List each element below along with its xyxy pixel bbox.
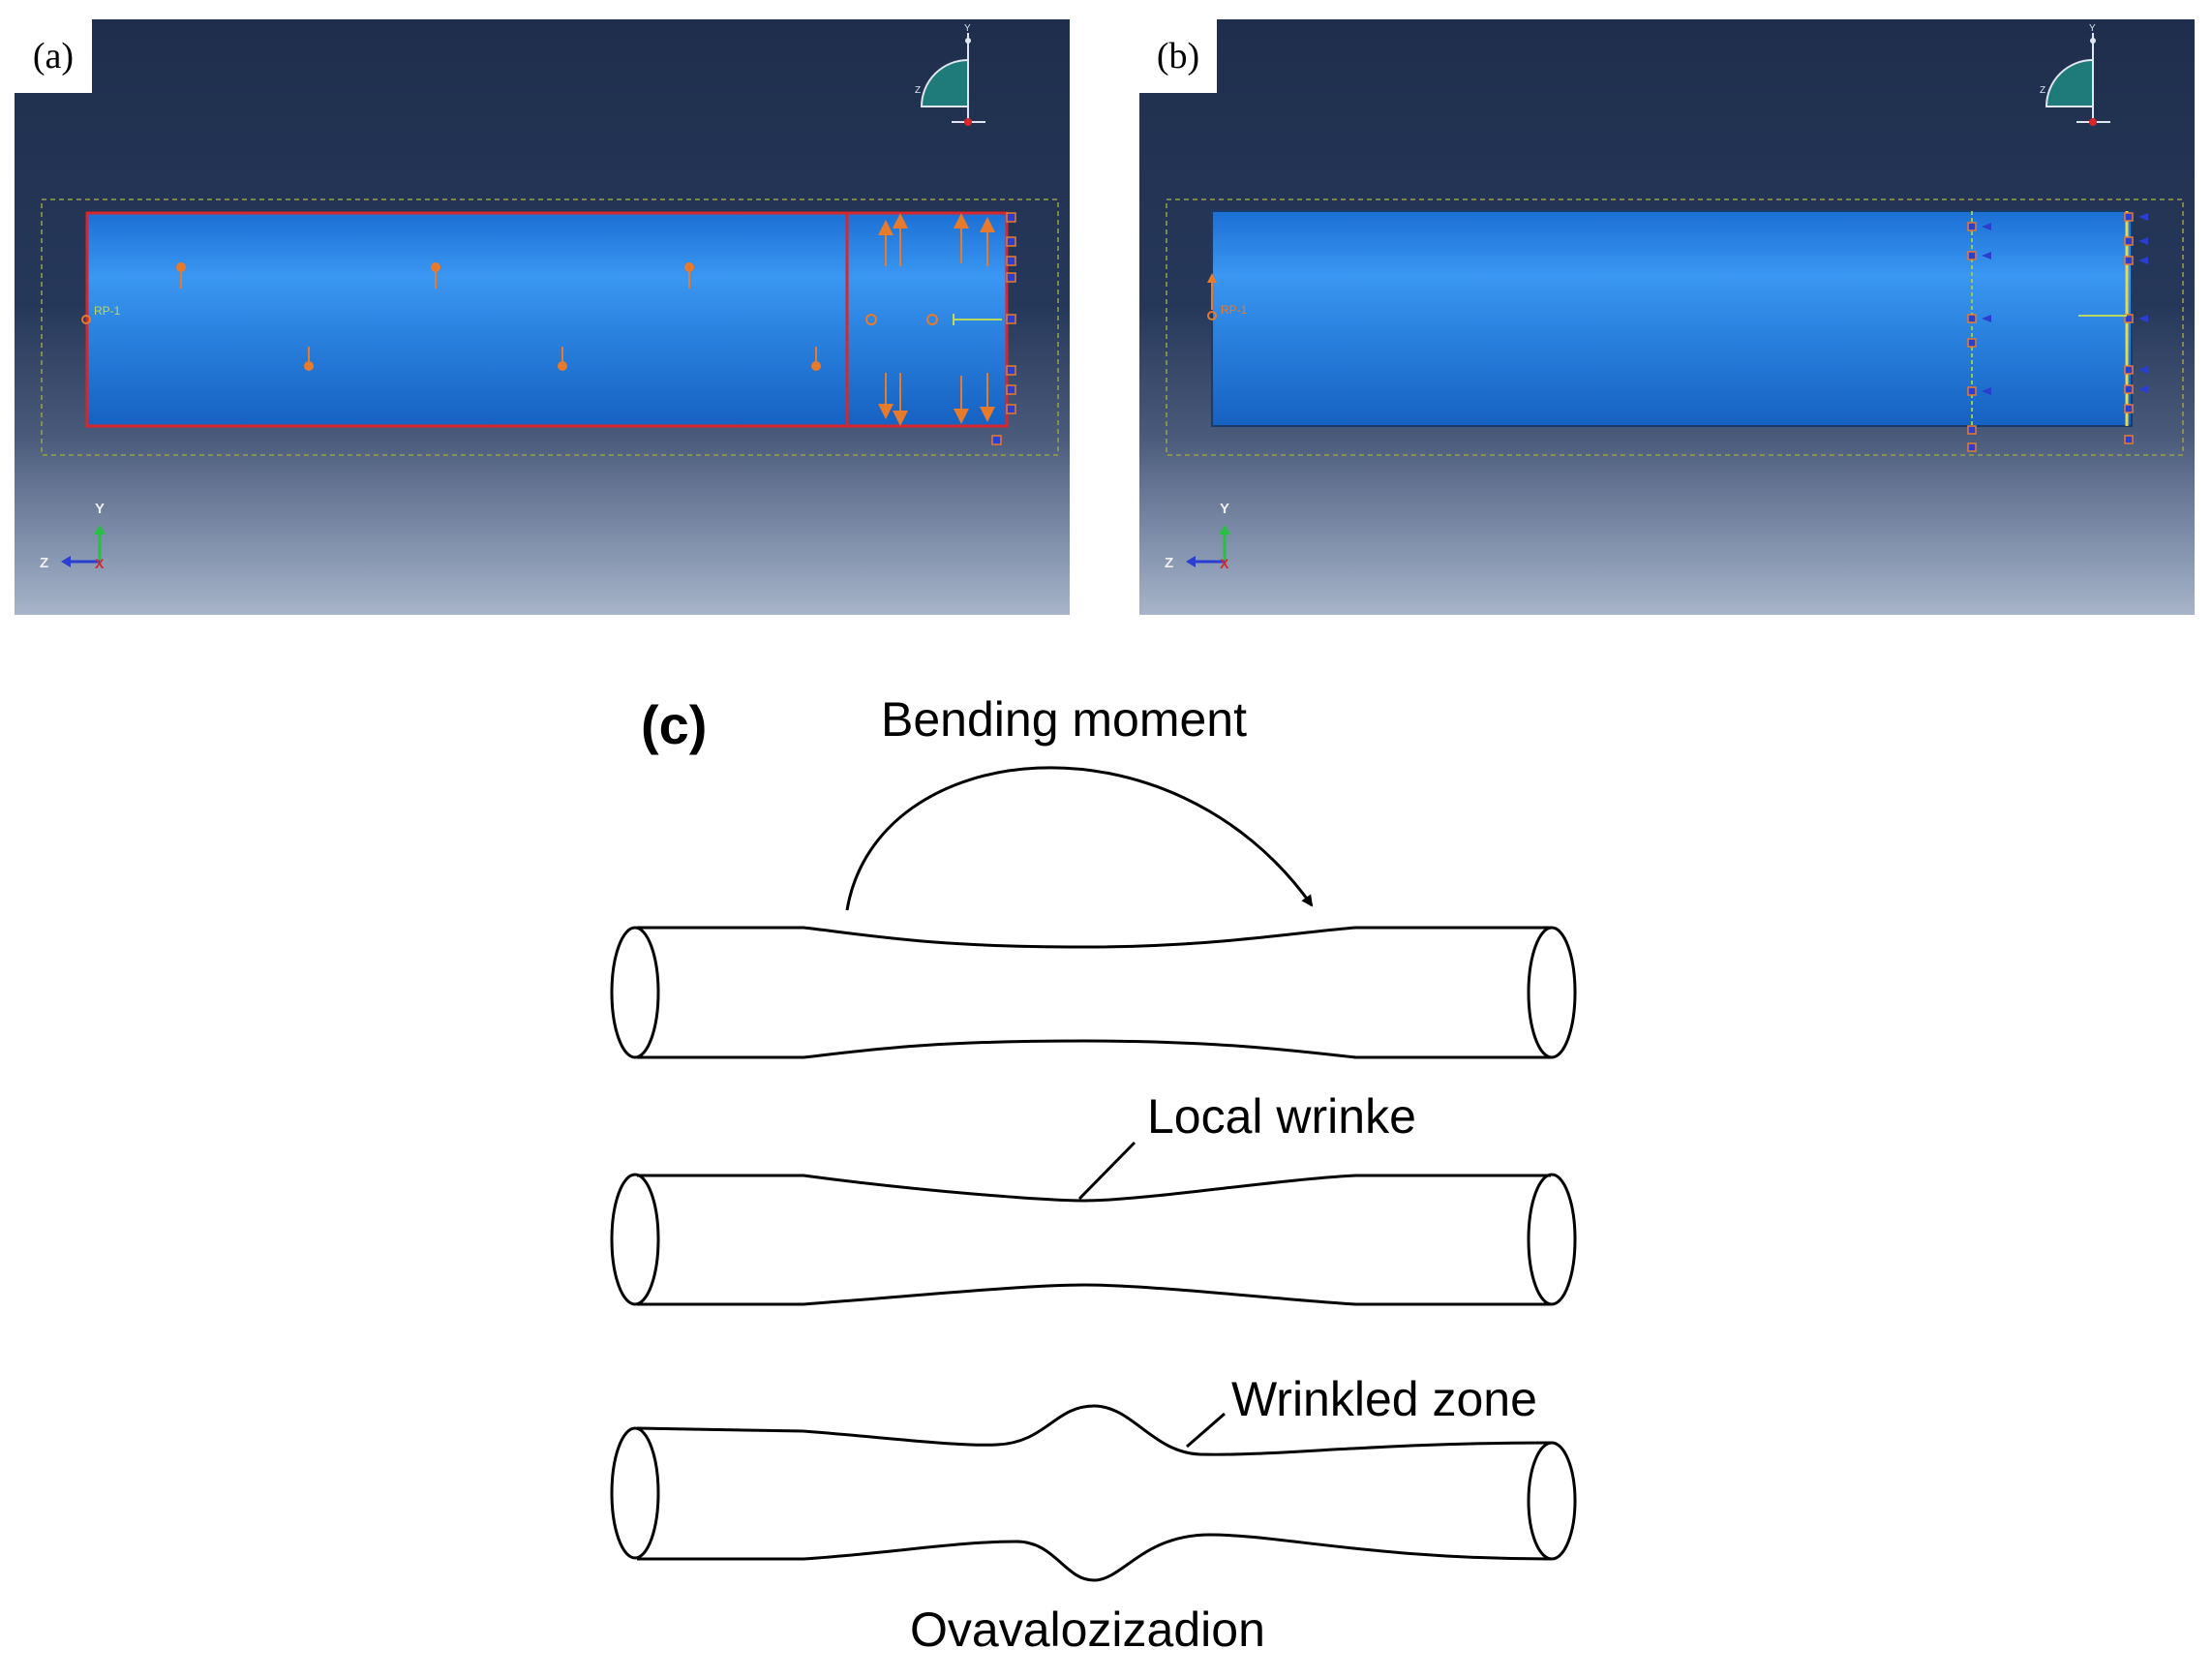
view-triad-y-label: Y [2089, 23, 2096, 34]
abaqus-viewport-b: RP-1 Y Z Y Z X (b) [1139, 19, 2195, 615]
coordinate-triad: Y Z X [40, 501, 106, 571]
pipe-wrinkled-zone [610, 1404, 1577, 1582]
bending-moment-arrow [845, 766, 1314, 911]
end-load-arrows [878, 213, 995, 426]
pipe-bending [610, 926, 1577, 1059]
view-triad-z-label: Z [2040, 85, 2045, 96]
triad-x-label: X [1220, 556, 1229, 571]
view-triad-y-label: Y [964, 23, 971, 34]
bounding-box [1166, 198, 2184, 456]
boundary-condition-symbols [1967, 212, 2134, 452]
pipe-body [1212, 211, 2132, 426]
reference-point-label: RP-1 [94, 304, 121, 318]
local-wrinkle-label: Local wrinke [1147, 1089, 1416, 1144]
panel-a-label: (a) [15, 19, 92, 93]
pressure-arrows-down [304, 347, 821, 371]
triad-x-label: X [95, 556, 105, 571]
wrinkled-zone-leader [1186, 1412, 1226, 1449]
bending-moment-label: Bending moment [881, 692, 1247, 747]
pipe-local-wrinkle [610, 1173, 1577, 1306]
load-arrow-head [1207, 273, 1217, 283]
bounding-box [41, 198, 1059, 456]
pressure-arrows-up [176, 262, 694, 289]
view-triad-z-label: Z [915, 85, 921, 96]
center-markers [865, 314, 938, 325]
abaqus-viewport-a: RP-1 Y Z Y Z X (a) [15, 19, 1070, 615]
panel-c-label: (c) [641, 694, 707, 755]
reference-point-marker [1207, 311, 1217, 321]
triad-z-label: Z [40, 555, 48, 571]
local-wrinkle-leader [1077, 1141, 1136, 1201]
triad-y-label: Y [1220, 501, 1229, 517]
boundary-condition-symbols [991, 212, 1016, 445]
reference-point-marker [81, 315, 91, 324]
view-orientation-triad: Y Z [915, 23, 985, 126]
panel-b-label: (b) [1139, 19, 1217, 93]
bc-arrows [1982, 213, 2148, 395]
triad-y-label: Y [95, 501, 105, 517]
reference-point-label: RP-1 [1221, 303, 1248, 317]
viewport-a-graphics: RP-1 Y Z Y Z X [40, 23, 1059, 571]
coordinate-triad: Y Z X [1165, 501, 1230, 571]
triad-z-label: Z [1165, 555, 1173, 571]
viewport-b-graphics: RP-1 Y Z Y Z X [1165, 23, 2184, 571]
view-orientation-triad: Y Z [2040, 23, 2110, 126]
wrinkled-zone-label: Wrinkled zone [1231, 1372, 1537, 1426]
pipe-body [87, 213, 1007, 426]
buckling-modes-diagram: (c) Bending moment Local wrinke Wrinkled… [610, 692, 1577, 1657]
ovalization-label: Ovavalozizadion [910, 1603, 1265, 1657]
